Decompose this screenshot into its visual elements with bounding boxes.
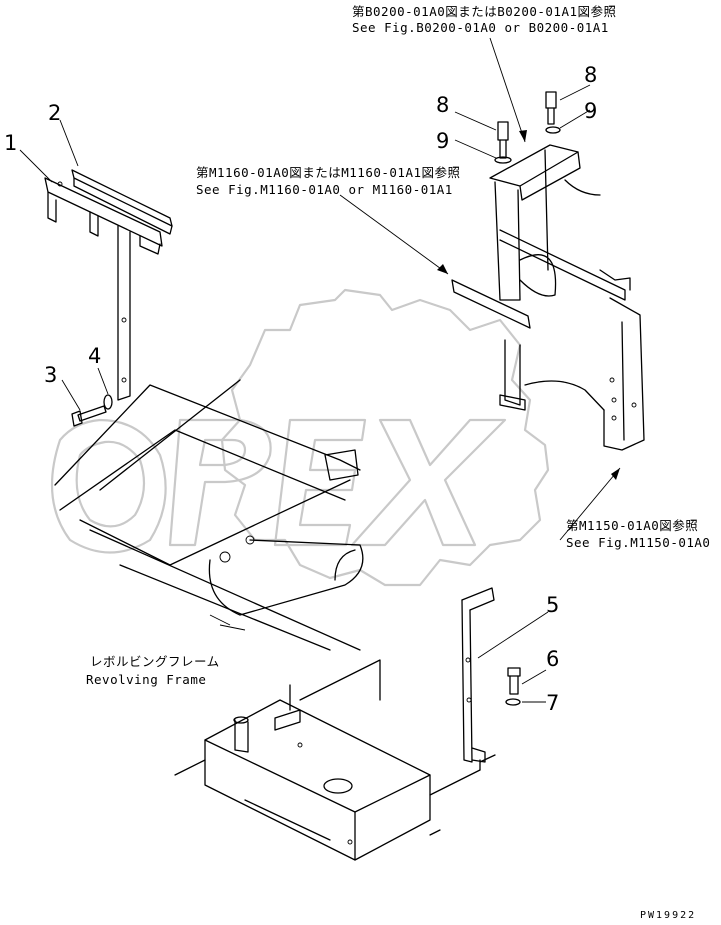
part-9-washer-a[interactable] bbox=[494, 156, 512, 164]
revolving-frame-lower[interactable] bbox=[174, 659, 496, 861]
ref-m1160-jp: 第M1160-01A0図またはM1160-01A1図参照 bbox=[196, 165, 461, 180]
part-5-stay[interactable] bbox=[461, 587, 495, 763]
revolving-frame-deck[interactable] bbox=[54, 379, 364, 651]
watermark-letters bbox=[50, 418, 507, 554]
right-side-cover-panel[interactable] bbox=[499, 297, 645, 451]
ref-m1160-en: See Fig.M1160-01A0 or M1160-01A1 bbox=[196, 182, 453, 197]
drawing-code: PW19922 bbox=[640, 910, 696, 921]
callout-1: 1 bbox=[4, 131, 17, 155]
ref-b0200-en: See Fig.B0200-01A0 or B0200-01A1 bbox=[352, 20, 609, 35]
callout-3: 3 bbox=[44, 363, 57, 387]
part-7-washer[interactable] bbox=[505, 698, 521, 706]
callout-8-right: 8 bbox=[584, 63, 597, 87]
callout-4: 4 bbox=[88, 344, 101, 368]
callout-7: 7 bbox=[546, 691, 559, 715]
leader-lines bbox=[19, 37, 621, 703]
callout-5: 5 bbox=[546, 593, 559, 617]
callout-9-left: 9 bbox=[436, 129, 449, 153]
watermark-gear bbox=[220, 288, 550, 587]
part-4-washer[interactable] bbox=[103, 394, 113, 410]
callout-8-left: 8 bbox=[436, 93, 449, 117]
callout-2: 2 bbox=[48, 101, 61, 125]
callout-9-right: 9 bbox=[584, 99, 597, 123]
part-8-bolt-a[interactable] bbox=[497, 121, 509, 159]
ref-m1150-jp: 第M1150-01A0図参照 bbox=[566, 518, 698, 533]
callout-6: 6 bbox=[546, 647, 559, 671]
ref-b0200-jp: 第B0200-01A0図またはB0200-01A1図参照 bbox=[352, 4, 617, 19]
part-3-bolt[interactable] bbox=[71, 405, 107, 427]
part-9-washer-b[interactable] bbox=[545, 126, 561, 134]
part-8-bolt-b[interactable] bbox=[545, 91, 557, 125]
part-2-rail[interactable] bbox=[71, 169, 173, 235]
part-1-bracket-stay[interactable] bbox=[44, 177, 163, 401]
ref-m1150-en: See Fig.M1150-01A0 bbox=[566, 535, 710, 550]
upper-right-cover-bracket[interactable] bbox=[489, 144, 631, 301]
leader-arrowheads bbox=[437, 130, 620, 480]
frame-label-en: Revolving Frame bbox=[86, 672, 206, 687]
m1160-bracket[interactable] bbox=[451, 279, 531, 329]
frame-label-jp: レボルビングフレーム bbox=[90, 654, 220, 669]
part-6-bolt[interactable] bbox=[507, 667, 521, 695]
